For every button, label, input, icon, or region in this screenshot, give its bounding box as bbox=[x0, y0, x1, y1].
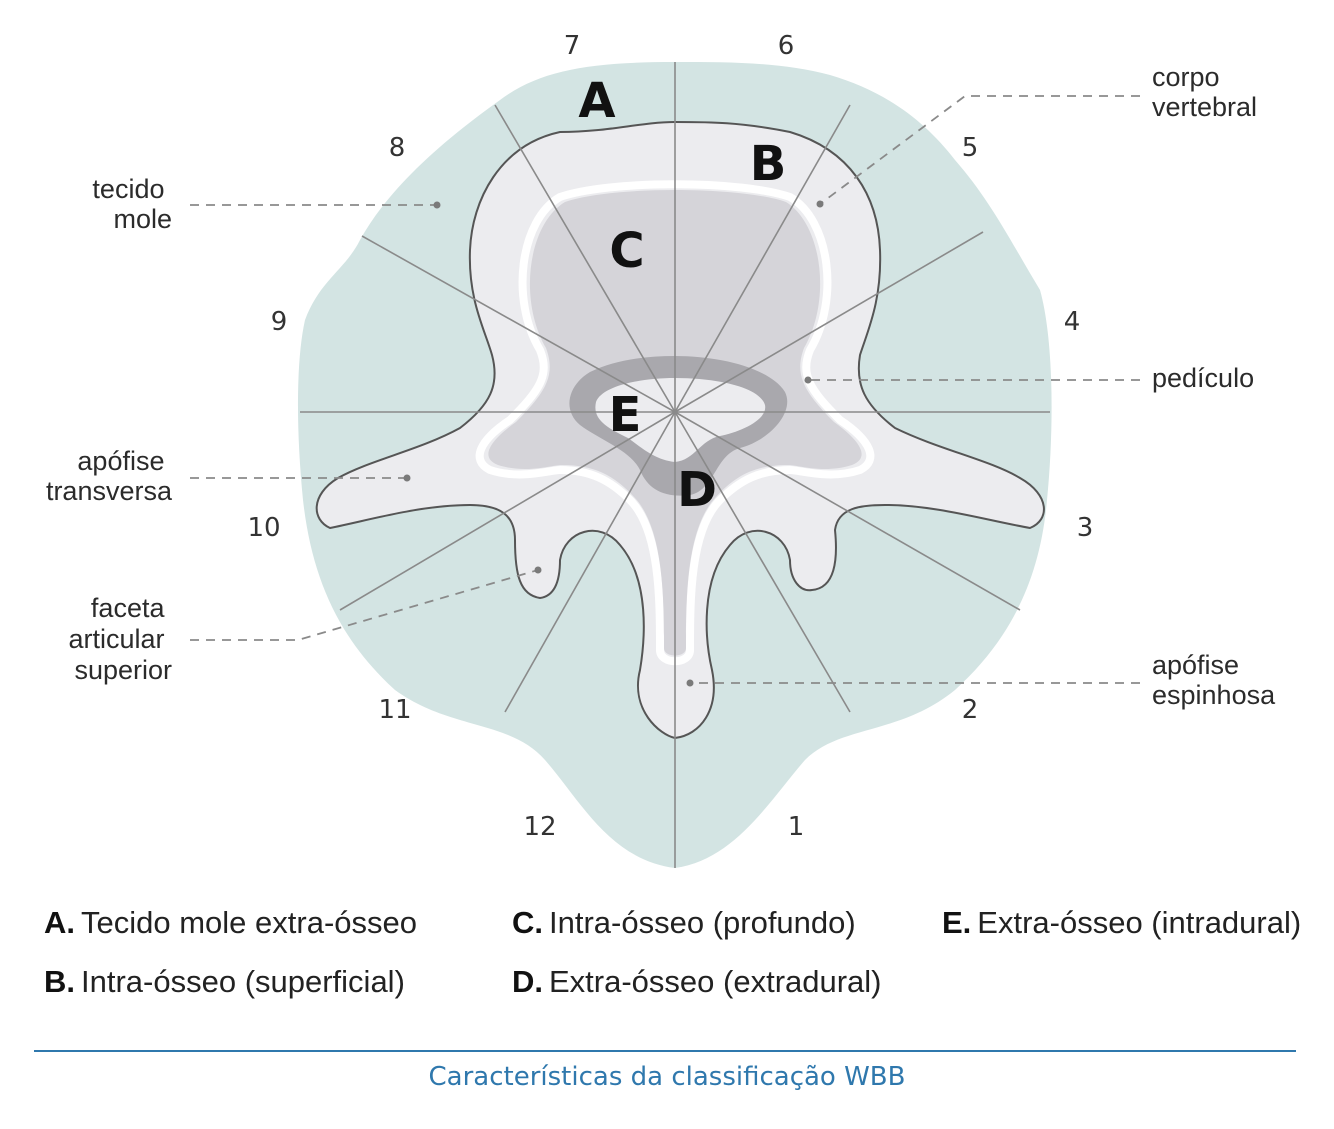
legend-item-e: E.Extra-ósseo (intradural) bbox=[942, 905, 1301, 941]
zone-letter-c: C bbox=[609, 223, 644, 279]
legend-key: B. bbox=[44, 964, 75, 999]
legend-text: Intra-ósseo (superficial) bbox=[81, 964, 405, 999]
legend-text: Extra-ósseo (extradural) bbox=[549, 964, 882, 999]
cortical-outline bbox=[475, 180, 875, 666]
legend-text: Intra-ósseo (profundo) bbox=[549, 905, 856, 940]
legend-text: Extra-ósseo (intradural) bbox=[977, 905, 1302, 940]
legend-item-d: D.Extra-ósseo (extradural) bbox=[512, 964, 882, 1000]
legend-key: D. bbox=[512, 964, 543, 999]
label-pediculo: pedículo bbox=[1152, 363, 1254, 393]
sector-lines bbox=[300, 62, 1050, 868]
sector-number-1: 1 bbox=[788, 812, 805, 842]
sector-number-9: 9 bbox=[271, 307, 288, 337]
zone-letter-b: B bbox=[750, 136, 787, 192]
leader-lines bbox=[190, 95, 1140, 687]
legend-item-a: A.Tecido mole extra-ósseo bbox=[44, 905, 417, 941]
zone-letter-e: E bbox=[609, 387, 642, 443]
label-corpo-vertebral: corpo vertebral bbox=[1152, 62, 1257, 122]
sector-number-4: 4 bbox=[1064, 307, 1081, 337]
sector-number-8: 8 bbox=[389, 133, 406, 163]
label-apofise-espinhosa: apófise espinhosa bbox=[1152, 650, 1276, 710]
label-faceta-articular-superior: faceta articular superior bbox=[68, 593, 172, 685]
wbb-diagram: 1 2 3 4 5 6 7 8 9 10 11 12 A B C E D cor… bbox=[46, 31, 1276, 868]
sector-number-12: 12 bbox=[523, 812, 556, 842]
legend-key: E. bbox=[942, 905, 972, 940]
label-tecido-mole: tecido mole bbox=[92, 174, 172, 234]
caption-divider bbox=[34, 1050, 1296, 1052]
legend-key: C. bbox=[512, 905, 543, 940]
zone-letters: A B C E D bbox=[578, 73, 786, 518]
sector-number-6: 6 bbox=[778, 31, 795, 61]
sector-number-3: 3 bbox=[1077, 513, 1094, 543]
legend-key: A. bbox=[44, 905, 75, 940]
zone-letter-a: A bbox=[578, 73, 615, 129]
zone-letter-d: D bbox=[677, 462, 717, 518]
sector-number-11: 11 bbox=[378, 695, 411, 725]
legend-item-c: C.Intra-ósseo (profundo) bbox=[512, 905, 856, 941]
sector-number-10: 10 bbox=[247, 513, 280, 543]
label-apofise-transversa: apófise transversa bbox=[46, 446, 173, 506]
legend: A.Tecido mole extra-ósseo B.Intra-ósseo … bbox=[0, 900, 1334, 1020]
legend-item-b: B.Intra-ósseo (superficial) bbox=[44, 964, 405, 1000]
sector-number-7: 7 bbox=[564, 31, 581, 61]
sector-numbers: 1 2 3 4 5 6 7 8 9 10 11 12 bbox=[247, 31, 1093, 842]
sector-number-2: 2 bbox=[962, 695, 979, 725]
figure-caption: Características da classificação WBB bbox=[428, 1062, 906, 1092]
legend-text: Tecido mole extra-ósseo bbox=[81, 905, 417, 940]
sector-number-5: 5 bbox=[962, 133, 979, 163]
